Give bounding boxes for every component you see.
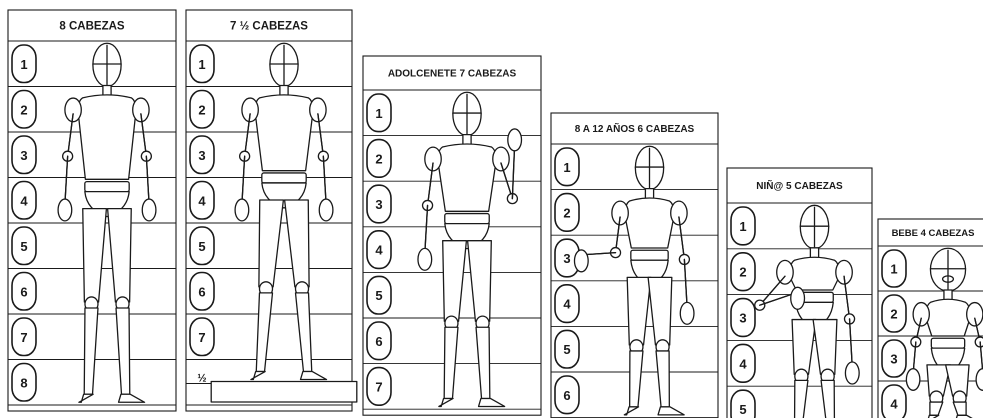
figure-torso	[78, 95, 136, 179]
head-unit-label: 1	[739, 219, 746, 234]
head-unit-label: 2	[198, 102, 205, 117]
head-unit-label: 5	[563, 342, 570, 357]
head-unit-label: 1	[375, 106, 382, 121]
head-unit-label: 7	[20, 330, 27, 345]
figure-torso	[255, 95, 313, 171]
head-unit-label: 1	[20, 57, 27, 72]
panel-title: 8 A 12 AÑOS 6 CABEZAS	[575, 122, 695, 135]
figure-torso	[790, 257, 839, 290]
proportion-panel-adult-8: 8 CABEZAS 1 2 3 4 5 6 7 8	[8, 10, 176, 411]
head-unit-label: 6	[375, 334, 382, 349]
panel-title: BEBE 4 CABEZAS	[892, 228, 975, 239]
figure-torso	[625, 198, 674, 248]
panel-title: NIÑ@ 5 CABEZAS	[756, 179, 843, 192]
head-unit-label: 5	[739, 402, 746, 417]
head-unit-label: 4	[375, 243, 383, 258]
figure-plinth	[211, 382, 357, 402]
figure-torso	[926, 299, 970, 336]
head-unit-label: 7	[198, 330, 205, 345]
head-unit-label: 2	[563, 205, 570, 220]
head-unit-label: 1	[563, 160, 570, 175]
head-unit-label: 6	[563, 388, 570, 403]
proportion-panel-child-5: NIÑ@ 5 CABEZAS 1 2 3 4 5	[727, 168, 872, 418]
panel-title: 7 ½ CABEZAS	[230, 21, 308, 33]
head-unit-label: 4	[563, 297, 571, 312]
head-unit-label: 2	[375, 151, 382, 166]
panel-title: 8 CABEZAS	[59, 21, 125, 33]
head-unit-label: 7	[375, 379, 382, 394]
head-unit-label: ½	[197, 373, 206, 385]
head-unit-label: 3	[20, 148, 27, 163]
head-unit-label: 5	[198, 239, 205, 254]
proportion-panel-baby-4: BEBE 4 CABEZAS 1 2 3 4	[878, 219, 983, 418]
panel-title: ADOLCENETE 7 CABEZAS	[388, 69, 517, 80]
head-unit-label: 4	[20, 193, 28, 208]
head-unit-label: 3	[563, 251, 570, 266]
head-unit-label: 6	[198, 284, 205, 299]
head-unit-label: 3	[890, 352, 897, 367]
head-unit-label: 2	[739, 265, 746, 280]
proportion-panel-teen-7: ADOLCENETE 7 CABEZAS 1 2 3 4 5 6 7	[363, 56, 541, 415]
head-unit-label: 4	[739, 356, 747, 371]
head-unit-label: 8	[20, 375, 27, 390]
head-unit-label: 2	[890, 307, 897, 322]
head-unit-label: 3	[375, 197, 382, 212]
proportion-panel-adult-7-5: 7 ½ CABEZAS 1 2 3 4 5 6 7 ½	[186, 10, 357, 411]
head-unit-label: 1	[890, 262, 897, 277]
head-unit-label: 4	[890, 397, 898, 412]
head-unit-label: 2	[20, 102, 27, 117]
head-unit-label: 3	[739, 311, 746, 326]
proportion-panel-child-8-12: 8 A 12 AÑOS 6 CABEZAS 1 2 3 4 5 6	[551, 113, 718, 418]
head-unit-label: 6	[20, 284, 27, 299]
head-unit-label: 5	[375, 288, 382, 303]
head-unit-label: 4	[198, 193, 206, 208]
figure-torso	[438, 144, 496, 211]
head-unit-label: 1	[198, 57, 205, 72]
head-unit-label: 5	[20, 239, 27, 254]
head-unit-label: 3	[198, 148, 205, 163]
